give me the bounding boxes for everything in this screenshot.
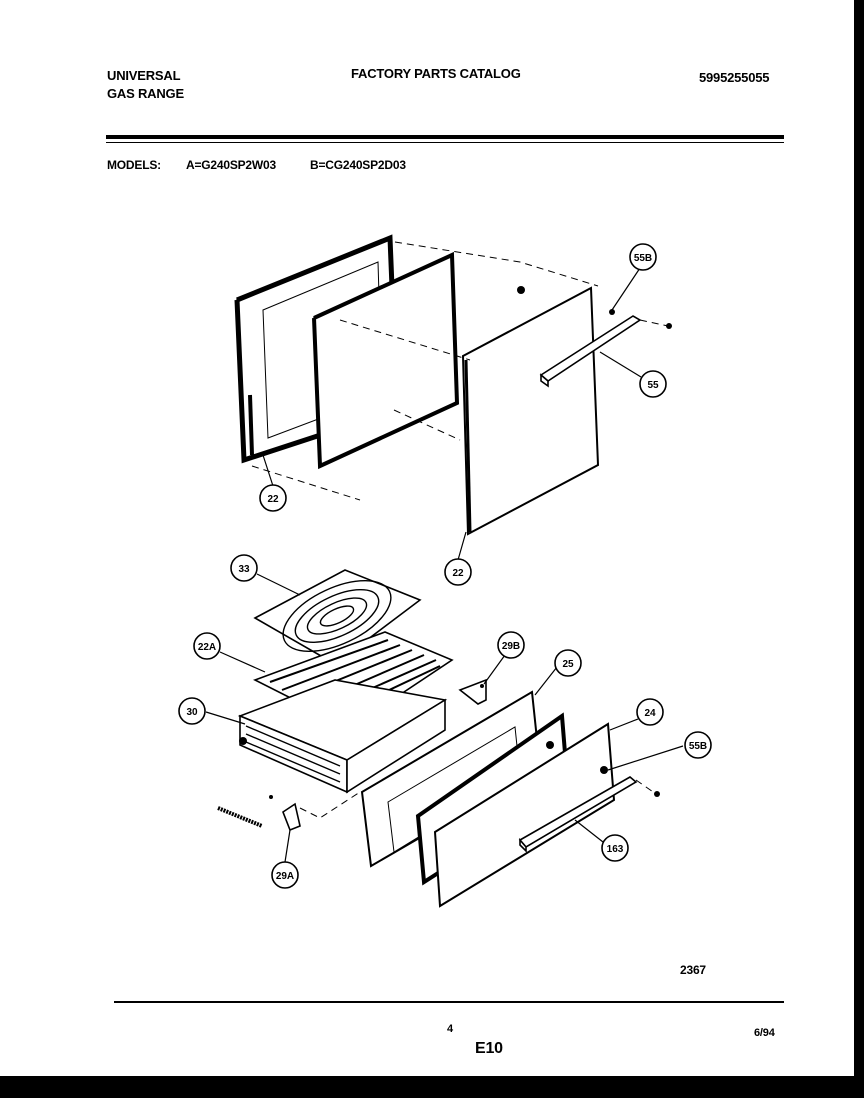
door-panel-insulated [312, 251, 460, 470]
align-line-2 [339, 319, 471, 361]
handle-screw-right [666, 323, 672, 329]
svg-text:30: 30 [186, 707, 198, 718]
svg-text:24: 24 [644, 708, 656, 719]
svg-text:33: 33 [238, 564, 250, 575]
footer-rule [114, 1001, 784, 1003]
callout-29b: 29B [497, 631, 525, 659]
model-b: B=CG240SP2D03 [310, 158, 406, 172]
drawer-handle-screw-right [654, 791, 660, 797]
broiler-pan-insert [253, 569, 422, 665]
models-label: MODELS: [107, 158, 161, 172]
brand-line-1: UNIVERSAL [107, 68, 181, 83]
callout-22-right: 22 [444, 558, 472, 586]
model-a: A=G240SP2W03 [186, 158, 276, 172]
callout-55: 55 [639, 370, 667, 398]
svg-text:55B: 55B [689, 741, 707, 752]
align-line-7 [635, 779, 657, 795]
callout-22-left: 22 [259, 484, 287, 512]
align-line-5 [639, 319, 669, 327]
handle-screw-left [609, 309, 615, 315]
door-screw [517, 286, 525, 294]
scan-border-right [854, 0, 864, 1098]
callout-33: 33 [230, 554, 258, 582]
svg-text:29A: 29A [276, 871, 294, 882]
catalog-title: FACTORY PARTS CATALOG [351, 66, 521, 81]
illustration-number: 2367 [680, 963, 706, 977]
svg-text:22: 22 [267, 494, 279, 505]
svg-text:163: 163 [607, 844, 624, 855]
svg-text:55: 55 [647, 380, 659, 391]
header-rule-thick [106, 135, 784, 139]
svg-text:25: 25 [562, 659, 574, 670]
callout-30: 30 [178, 697, 206, 725]
align-line-6 [299, 791, 361, 819]
callout-22a: 22A [193, 632, 221, 660]
drawer-front-panel [433, 722, 616, 908]
drawer-handle-screw [600, 766, 608, 774]
callout-55b-low: 55B [684, 731, 712, 759]
callout-24: 24 [636, 698, 664, 726]
brand-line-2: GAS RANGE [107, 86, 184, 101]
svg-text:29B: 29B [502, 641, 520, 652]
align-line-1 [394, 241, 599, 287]
align-line-4 [393, 409, 461, 441]
section-code: E10 [475, 1040, 503, 1057]
hinge-29a [269, 795, 301, 832]
catalog-number: 5995255055 [699, 70, 770, 85]
hinge-spring [217, 806, 263, 828]
page-number: 4 [447, 1023, 453, 1035]
drawer-screw [546, 741, 554, 749]
callout-163: 163 [601, 834, 629, 862]
drawer-handle [518, 776, 638, 853]
header-rule-thin [106, 142, 784, 143]
callout-55b-top: 55B [629, 243, 657, 271]
align-line-3 [251, 465, 361, 501]
svg-text:55B: 55B [634, 253, 652, 264]
svg-text:22A: 22A [198, 642, 216, 653]
svg-text:22: 22 [452, 568, 464, 579]
door-outer-panel [461, 286, 600, 536]
callout-29a: 29A [271, 861, 299, 889]
scan-border-bottom [0, 1076, 864, 1098]
revision-date: 6/94 [754, 1027, 775, 1039]
hinge-29b [458, 678, 487, 705]
broiler-drawer-body [237, 679, 448, 794]
callout-25: 25 [554, 649, 582, 677]
